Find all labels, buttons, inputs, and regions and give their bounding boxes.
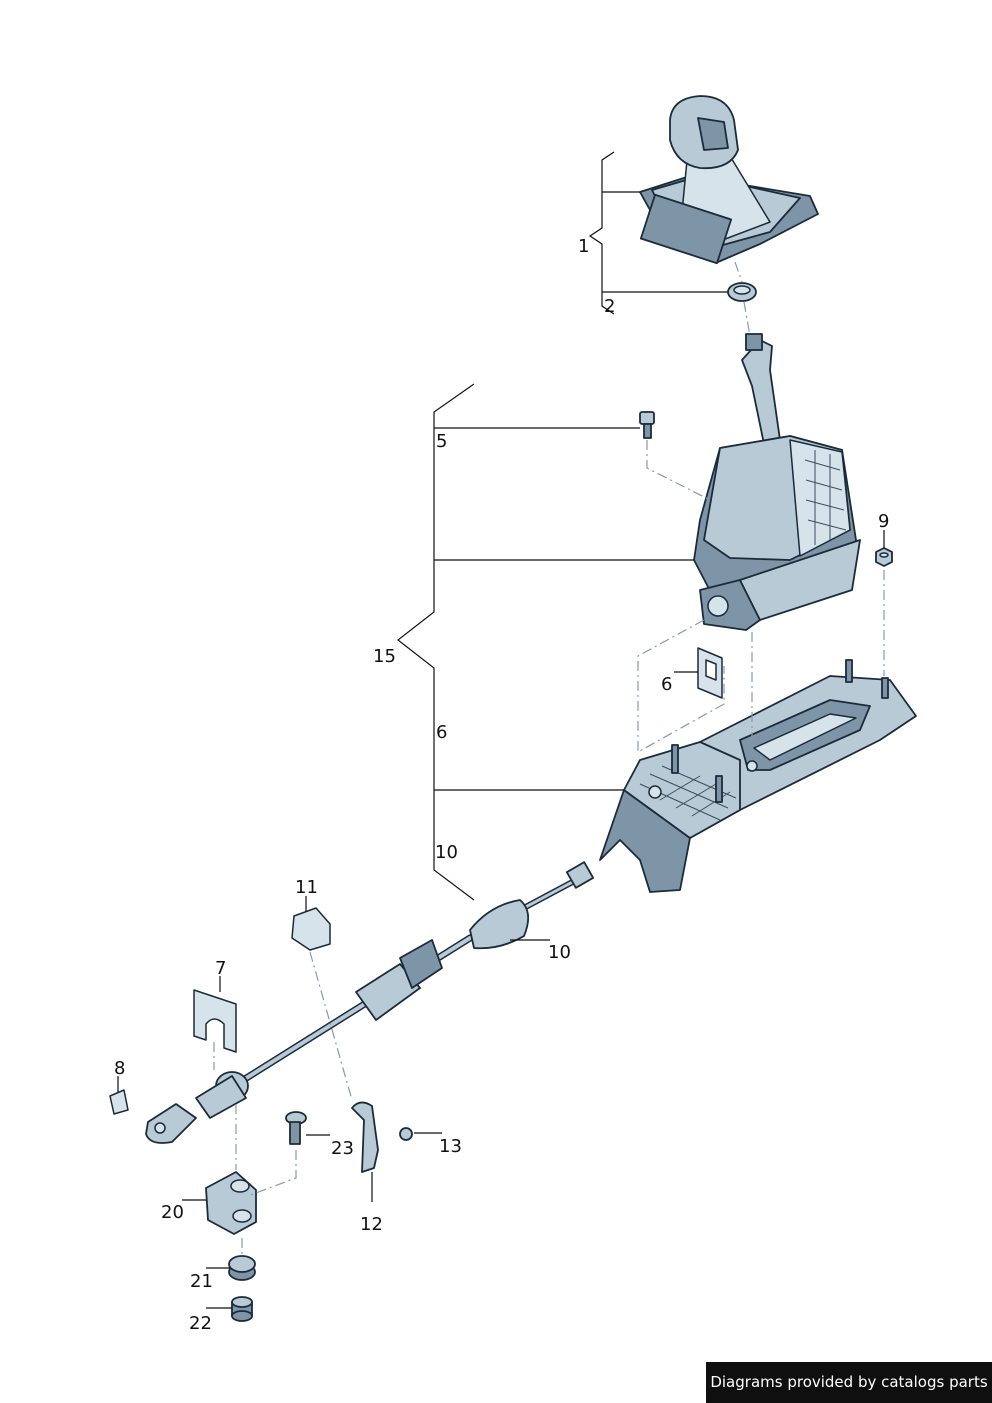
assembly-lines [213,261,885,1256]
leader-lines [117,151,885,1309]
callout-2: 2 [604,296,615,317]
callout-6-assembly: 6 [436,722,447,743]
nut-9[interactable] [875,547,893,567]
callout-9: 9 [878,511,889,532]
callout-22: 22 [189,1313,212,1334]
callout-23: 23 [331,1138,354,1159]
shift-cable[interactable] [145,861,595,1144]
callout-13: 13 [439,1136,462,1157]
callout-10-cable: 10 [548,942,571,963]
bolt-23[interactable] [285,1111,307,1145]
bracket-12[interactable] [351,1101,379,1173]
nut-13[interactable] [399,1127,413,1141]
ring-clip[interactable] [727,282,757,302]
callout-6-clip: 6 [661,674,672,695]
shift-mechanism-housing[interactable] [693,435,861,631]
callout-5: 5 [436,431,447,452]
sleeve-22[interactable] [231,1296,253,1322]
callout-11: 11 [295,877,318,898]
footer-credit: Diagrams provided by catalogs parts [706,1362,992,1403]
clip-7[interactable] [193,989,237,1053]
callout-1: 1 [578,236,589,257]
callout-10-assembly: 10 [435,842,458,863]
retaining-clip-6[interactable] [697,647,723,699]
callout-7: 7 [215,958,226,979]
callout-15: 15 [373,646,396,667]
console-base-bracket[interactable] [599,659,917,893]
bearing-block-20[interactable] [205,1171,257,1235]
callout-20: 20 [161,1202,184,1223]
clip-11[interactable] [291,907,331,951]
callout-numbers: 1 2 5 9 15 6 6 10 10 11 7 8 23 13 12 20 … [114,236,889,1334]
callout-12: 12 [360,1214,383,1235]
bushing-21[interactable] [228,1255,256,1281]
callout-21: 21 [190,1271,213,1292]
small-bolt[interactable] [639,411,655,439]
callout-8: 8 [114,1058,125,1079]
gear-knob-boot[interactable] [639,95,819,265]
clip-8[interactable] [109,1089,129,1115]
